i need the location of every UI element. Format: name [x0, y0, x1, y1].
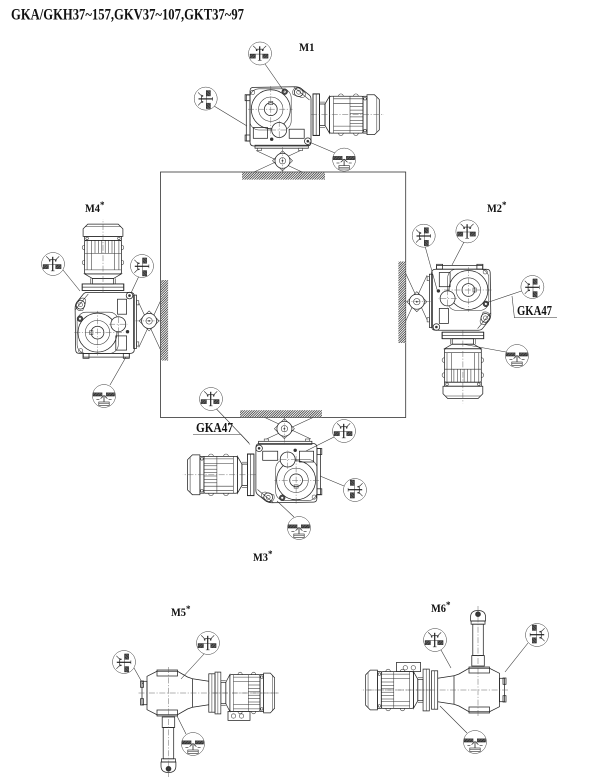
svg-text:M3*: M3*	[253, 549, 273, 564]
svg-text:M2*: M2*	[487, 200, 507, 215]
svg-text:GKA/GKH37~157,GKV37~107,GKT37~: GKA/GKH37~157,GKV37~107,GKT37~97	[11, 7, 244, 24]
svg-text:GKA47: GKA47	[517, 303, 552, 318]
svg-text:M6*: M6*	[431, 600, 451, 615]
svg-text:GKA47: GKA47	[196, 420, 233, 435]
svg-text:M5*: M5*	[171, 604, 191, 619]
svg-text:M4*: M4*	[85, 200, 105, 215]
svg-text:M1: M1	[299, 40, 315, 54]
